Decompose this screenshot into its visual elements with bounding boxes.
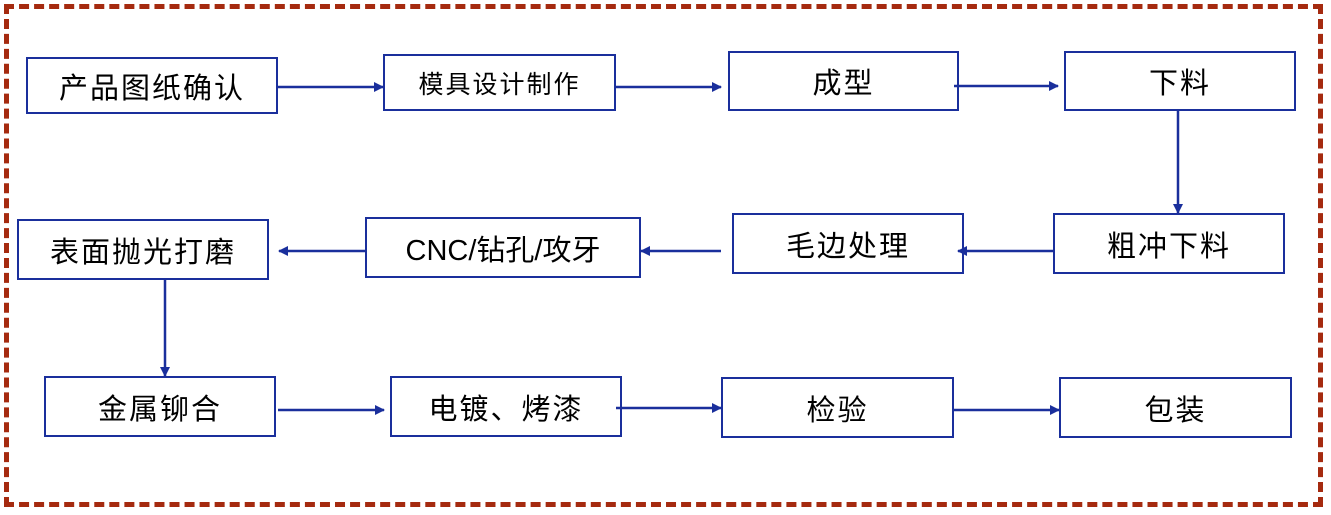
step-forming: 成型: [728, 51, 959, 111]
step-rough-punch-blanking: 粗冲下料: [1053, 213, 1285, 274]
dashed-frame: [4, 4, 1323, 507]
step-deburring: 毛边处理: [732, 213, 964, 274]
step-metal-riveting: 金属铆合: [44, 376, 276, 437]
step-packaging: 包装: [1059, 377, 1292, 438]
step-inspection: 检验: [721, 377, 954, 438]
step-product-drawing-confirm: 产品图纸确认: [26, 57, 278, 114]
step-mold-design: 模具设计制作: [383, 54, 616, 111]
step-blanking: 下料: [1064, 51, 1296, 111]
step-cnc-drill-tap: CNC/钻孔/攻牙: [365, 217, 641, 278]
step-plating-painting: 电镀、烤漆: [390, 376, 622, 437]
step-surface-polishing: 表面抛光打磨: [17, 219, 269, 280]
